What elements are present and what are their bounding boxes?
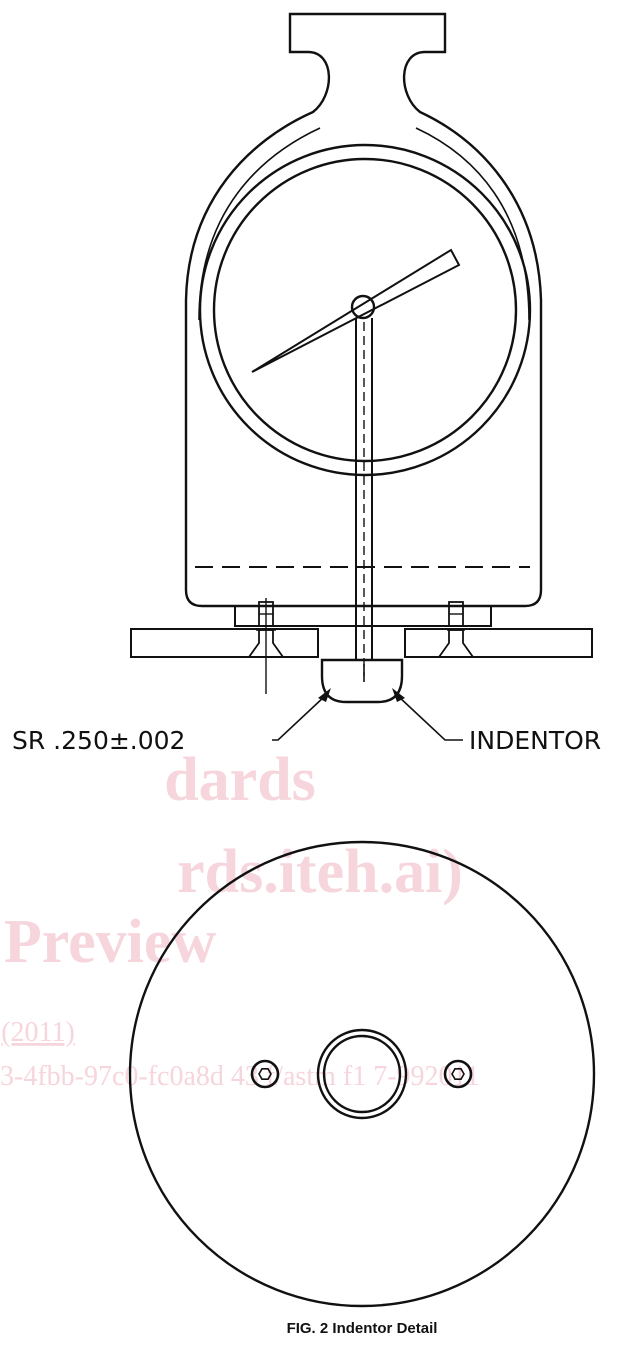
gauge-body-outline: [184, 12, 543, 608]
watermark-line-1: dards: [164, 746, 316, 814]
dial-inner-ring: [212, 157, 518, 463]
gauge-body-inner-outline: [198, 127, 530, 321]
leader-indentor: [392, 688, 463, 741]
screw-right: [437, 601, 475, 658]
hex-screw-left: [250, 1059, 280, 1089]
watermark-line-3: Preview: [4, 908, 217, 976]
screw-left: [247, 598, 285, 694]
center-opening-outer: [316, 1028, 408, 1120]
base-plate: [234, 605, 492, 627]
side-view: SR .250±.002 INDENTOR: [12, 12, 601, 755]
bottom-view: [128, 840, 596, 1308]
watermark: dards rds.iteh.ai) Preview (2011) 3-4fbb…: [0, 746, 480, 1092]
pointer-hub: [350, 294, 376, 320]
watermark-line-5: 3-4fbb-97c0-fc0a8d 43 f/astm f1 7-992011: [0, 1061, 480, 1092]
center-opening-inner: [322, 1034, 402, 1114]
indentor-label: INDENTOR: [469, 726, 601, 755]
radius-spec-label: SR .250±.002: [12, 726, 185, 755]
watermark-line-4: (2011): [1, 1017, 75, 1048]
figure-caption: FIG. 2 Indentor Detail: [287, 1320, 438, 1337]
leader-radius-spec: [272, 688, 331, 741]
indentor-tip: [320, 658, 404, 704]
base-disc: [128, 840, 596, 1308]
hex-screw-right: [443, 1059, 473, 1089]
foot-plate-right: [404, 628, 593, 658]
dial-outer-ring: [198, 143, 532, 477]
foot-plate-left: [130, 628, 319, 658]
